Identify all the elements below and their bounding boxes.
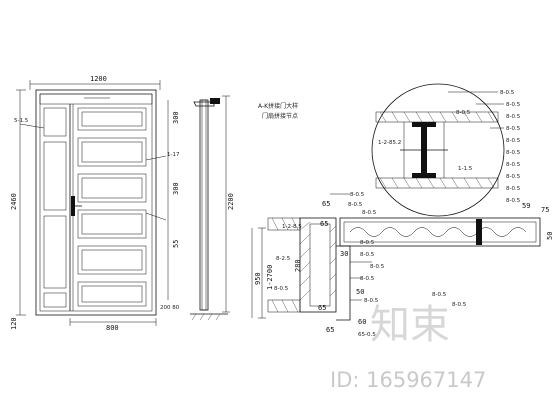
dim-overall-width: 1200 [90,75,107,83]
side-panel [43,141,67,211]
dim-bottom-small: 120 [10,317,18,330]
door-section [339,217,541,247]
door-section-strip: 2200 [190,95,235,321]
svg-text:1-2-8.5: 1-2-8.5 [282,224,302,230]
dim-label: 50 [546,232,554,240]
side-panel [43,107,67,137]
watermark-logo: 知束 [370,302,450,348]
svg-text:8-0.5: 8-0.5 [506,162,521,168]
svg-text:8-0.5: 8-0.5 [506,174,521,180]
svg-text:8-0.5: 8-0.5 [506,126,521,132]
svg-text:8-0.5: 8-0.5 [506,150,521,156]
dim-mid-right: 950 [254,272,262,285]
dim-label: 30 [340,250,348,258]
svg-text:8-0.5: 8-0.5 [360,276,375,282]
door-panel [77,209,147,239]
door-elevation: 1200 2460 120 [10,75,180,332]
dim-label: 59 [522,202,530,210]
dim-base-note: 200 80 [160,305,180,311]
dim-label: 50 [356,288,364,296]
dim-door-height: 2200 [227,193,235,210]
door-panel [77,281,147,307]
dim-label: 75 [541,206,549,214]
svg-text:8-0.5: 8-0.5 [506,186,521,192]
side-panel [43,215,67,289]
door-handle-icon [71,196,75,216]
svg-text:8-0.5: 8-0.5 [370,264,385,270]
svg-text:8-0.5: 8-0.5 [362,210,377,216]
door-frame [35,89,157,316]
dim-bottom-width: 800 [106,324,119,332]
dim-label: 60 [358,318,366,326]
svg-text:8-0.5: 8-0.5 [506,198,521,204]
svg-text:8-0.5: 8-0.5 [506,138,521,144]
detail-circle-icon [371,83,505,217]
watermark-id: ID: 165967147 [330,368,486,392]
svg-text:8-0.5: 8-0.5 [452,302,467,308]
svg-text:1-1.5: 1-1.5 [458,166,473,172]
dim-label: 65 [322,200,330,208]
svg-text:8-0.5: 8-0.5 [274,286,289,292]
svg-text:1-2700: 1-2700 [266,265,274,290]
svg-text:8-0.5: 8-0.5 [506,102,521,108]
section-cross-icon [400,122,448,178]
svg-text:8-0.5: 8-0.5 [506,114,521,120]
side-panel [43,292,67,308]
svg-text:A-K拼接门大样: A-K拼接门大样 [258,102,298,110]
watermark: 知束 ID: 165967147 [330,302,486,392]
svg-text:门扇拼接节点: 门扇拼接节点 [262,112,298,120]
svg-text:8-0.5: 8-0.5 [500,90,515,96]
dim-panel-a: 300 [172,182,180,195]
svg-text:65-0.5: 65-0.5 [358,332,376,338]
svg-text:8-0.5: 8-0.5 [360,240,375,246]
door-panel [77,173,147,203]
wall-detail-dims: 950 1-2700 [251,227,274,319]
svg-text:8-0.5: 8-0.5 [432,292,447,298]
svg-text:1-2-85.2: 1-2-85.2 [378,140,401,146]
svg-text:8-0.5: 8-0.5 [350,192,365,198]
door-panel [77,137,147,167]
dim-label: 65 [320,220,328,228]
dim-overall-height: 2460 [10,193,18,210]
svg-text:8-0.5: 8-0.5 [360,252,375,258]
dim-label: 280 [294,259,302,272]
dim-label: 65 [318,304,326,312]
door-panel [77,107,147,131]
svg-text:8-2.5: 8-2.5 [276,256,291,262]
detail-section: A-K拼接门大样 门扇拼接节点 1-2-85.2 8-0.5 1-1.5 [258,83,554,338]
dim-panel-c: 55 [172,240,180,248]
svg-text:8-0.5: 8-0.5 [364,298,379,304]
svg-text:1-17: 1-17 [167,152,180,158]
door-panel [77,245,147,275]
svg-text:8-0.5: 8-0.5 [348,202,363,208]
dim-label: 65 [326,326,334,334]
dim-panel-top: 300 [172,111,180,124]
svg-text:5-1.5: 5-1.5 [14,118,29,124]
svg-text:8-0.5: 8-0.5 [456,110,471,116]
